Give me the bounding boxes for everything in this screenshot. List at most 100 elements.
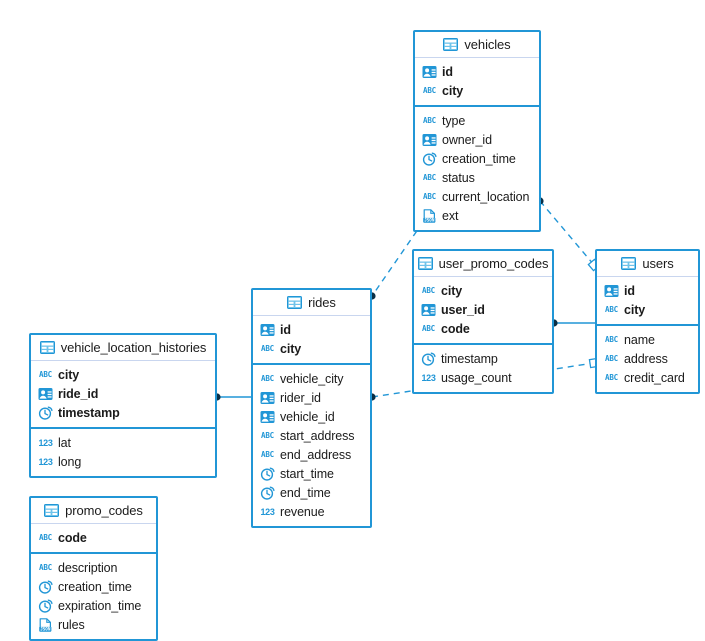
field-row-city[interactable]: ABC city <box>31 365 215 384</box>
field-row-start_time[interactable]: start_time <box>253 464 370 483</box>
field-row-id[interactable]: id <box>253 320 370 339</box>
id-card-icon <box>422 65 437 79</box>
abc-string-icon: ABC <box>39 369 52 379</box>
field-row-revenue[interactable]: 123 revenue <box>253 502 370 521</box>
field-row-owner_id[interactable]: owner_id <box>415 130 539 149</box>
field-label: ride_id <box>58 386 99 401</box>
abc-string-icon: ABC <box>261 373 274 383</box>
abc-string-icon: ABC <box>605 353 618 363</box>
abc-string-icon: ABC <box>39 532 52 542</box>
field-row-creation_time[interactable]: creation_time <box>415 149 539 168</box>
field-label: city <box>58 367 80 382</box>
field-row-timestamp[interactable]: timestamp <box>414 349 552 368</box>
json-document-icon: JSON <box>422 208 437 223</box>
svg-text:JSON: JSON <box>424 217 435 222</box>
field-row-end_time[interactable]: end_time <box>253 483 370 502</box>
table-title: users <box>642 256 674 271</box>
abc-string-icon: ABC <box>423 191 436 201</box>
field-row-timestamp[interactable]: timestamp <box>31 403 215 422</box>
field-label: vehicle_id <box>280 409 335 424</box>
primary-key-group: ABC city ride_id timestamp <box>31 361 215 429</box>
field-label: description <box>58 560 118 575</box>
id-card-icon <box>422 133 437 147</box>
field-label: code <box>58 530 87 545</box>
id-card-icon <box>260 391 275 405</box>
123-number-icon: 123 <box>260 506 275 517</box>
field-label: end_address <box>280 447 352 462</box>
table-header-vehicle_location_histories[interactable]: vehicle_location_histories <box>31 335 215 361</box>
field-label: city <box>442 83 464 98</box>
field-label: end_time <box>280 485 331 500</box>
field-label: city <box>624 302 646 317</box>
table-grid-icon <box>417 257 433 270</box>
field-row-vehicle_id[interactable]: vehicle_id <box>253 407 370 426</box>
abc-string-icon: ABC <box>423 85 436 95</box>
field-label: id <box>442 64 453 79</box>
field-label: status <box>442 170 475 185</box>
field-row-creation_time[interactable]: creation_time <box>31 577 156 596</box>
abc-string-icon: ABC <box>261 430 274 440</box>
field-label: timestamp <box>58 405 120 420</box>
field-label: id <box>624 283 635 298</box>
table-title: rides <box>308 295 336 310</box>
table-header-users[interactable]: users <box>597 251 698 277</box>
abc-string-icon: ABC <box>261 343 274 353</box>
field-row-code[interactable]: ABC code <box>31 528 156 547</box>
table-grid-icon <box>44 504 60 517</box>
primary-key-group: ABC code <box>31 524 156 554</box>
field-row-city[interactable]: ABC city <box>415 81 539 100</box>
table-header-promo_codes[interactable]: promo_codes <box>31 498 156 524</box>
clock-icon <box>38 406 53 420</box>
field-label: creation_time <box>58 579 132 594</box>
field-row-expiration_time[interactable]: expiration_time <box>31 596 156 615</box>
field-row-id[interactable]: id <box>415 62 539 81</box>
table-header-vehicles[interactable]: vehicles <box>415 32 539 58</box>
abc-string-icon: ABC <box>605 334 618 344</box>
field-row-ride_id[interactable]: ride_id <box>31 384 215 403</box>
field-row-rider_id[interactable]: rider_id <box>253 388 370 407</box>
id-card-icon <box>421 303 436 317</box>
clock-icon <box>421 352 436 366</box>
table-header-user_promo_codes[interactable]: user_promo_codes <box>414 251 552 277</box>
field-label: credit_card <box>624 370 685 385</box>
abc-string-icon: ABC <box>423 115 436 125</box>
field-label: user_id <box>441 302 485 317</box>
field-row-status[interactable]: ABC status <box>415 168 539 187</box>
field-label: revenue <box>280 504 325 519</box>
table-header-rides[interactable]: rides <box>253 290 370 316</box>
field-row-id[interactable]: id <box>597 281 698 300</box>
field-row-user_id[interactable]: user_id <box>414 300 552 319</box>
svg-text:JSON: JSON <box>40 626 51 631</box>
field-label: long <box>58 454 82 469</box>
abc-string-icon: ABC <box>423 172 436 182</box>
